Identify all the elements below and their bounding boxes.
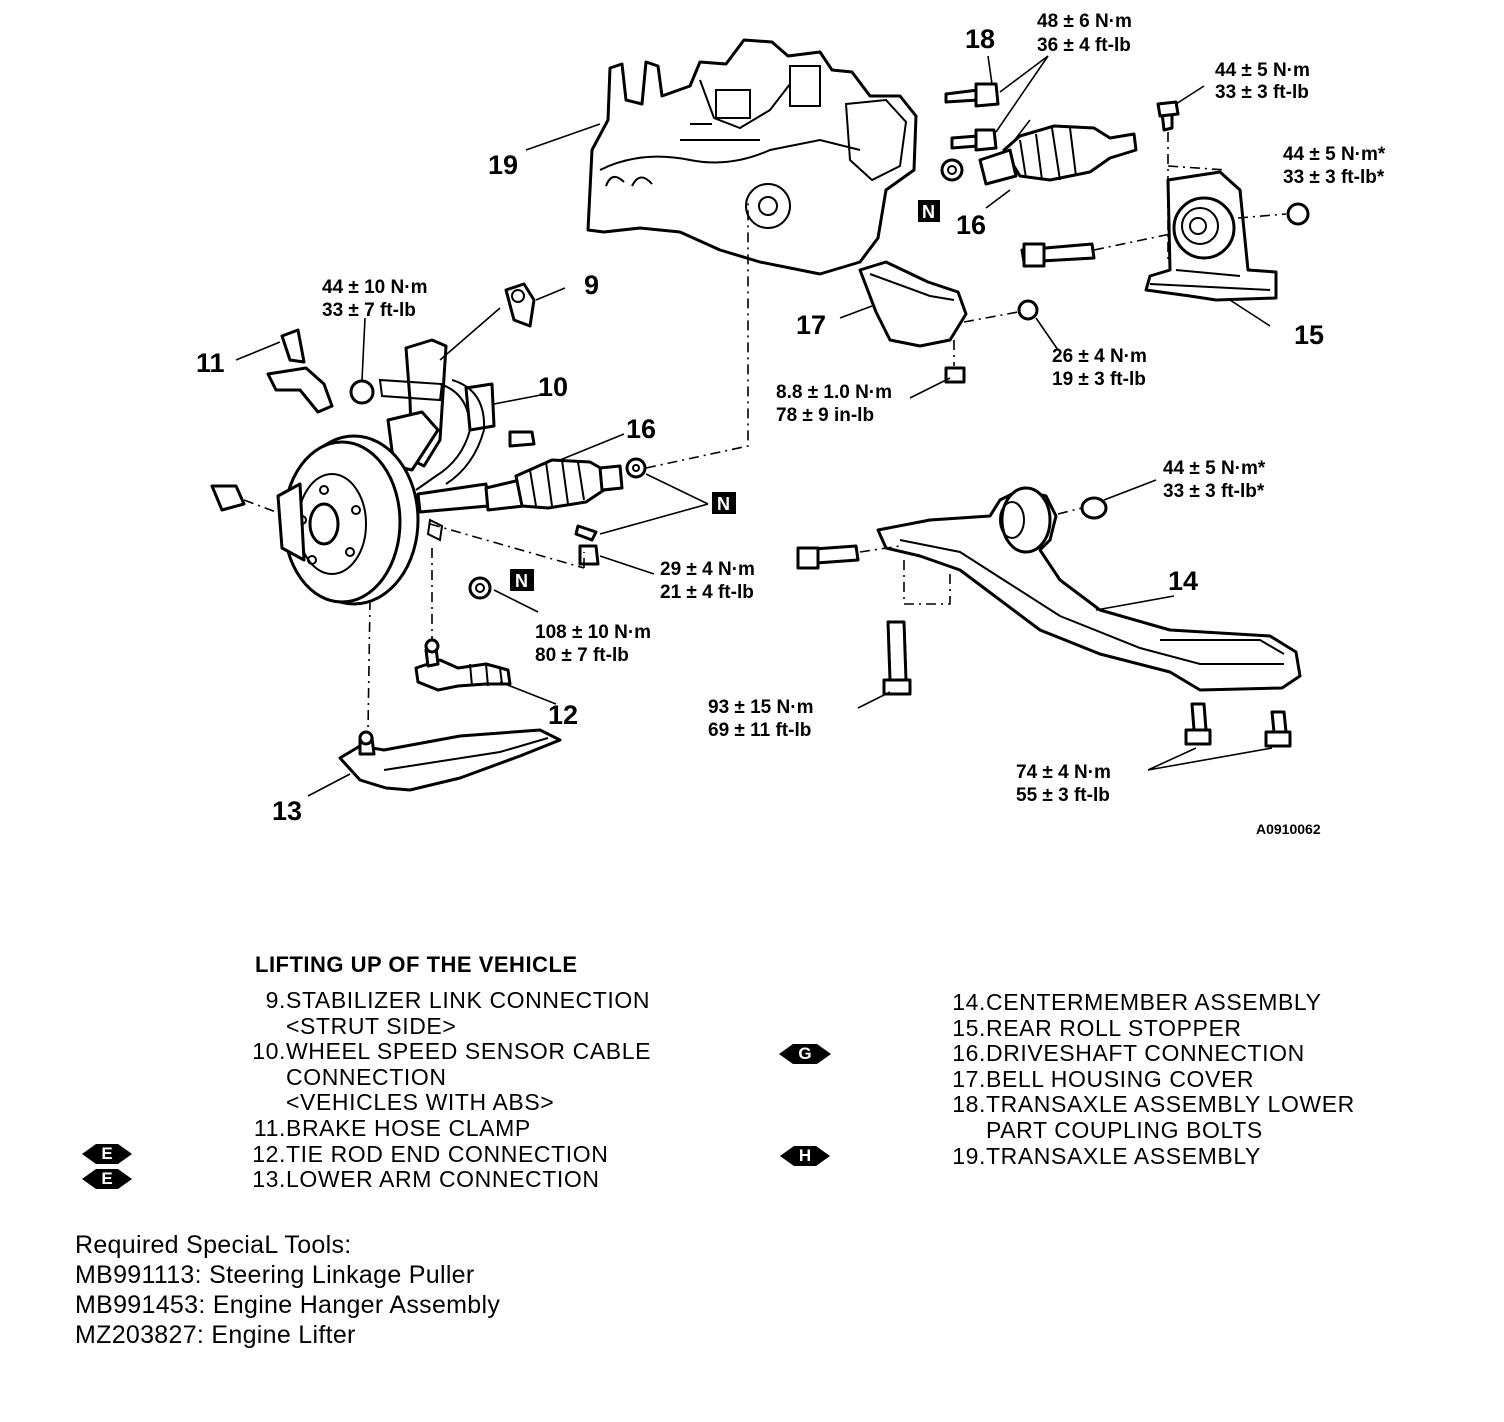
callout-11: 11 xyxy=(196,348,225,378)
arrow-right-icon xyxy=(117,1144,132,1164)
svg-text:N: N xyxy=(922,202,935,222)
coupling-bolts-drawing xyxy=(940,82,1000,182)
callout-19: 19 xyxy=(488,150,518,180)
svg-text:74 ± 4 N·m: 74 ± 4 N·m xyxy=(1016,762,1111,783)
svg-text:36 ± 4 ft-lb: 36 ± 4 ft-lb xyxy=(1037,35,1131,56)
legend-item-16: 16.DRIVESHAFT CONNECTION xyxy=(952,1040,1305,1067)
tool-item: MB991453: Engine Hanger Assembly xyxy=(75,1291,501,1319)
svg-text:108 ± 10 N·m: 108 ± 10 N·m xyxy=(535,622,651,643)
svg-text:55 ± 3 ft-lb: 55 ± 3 ft-lb xyxy=(1016,785,1110,806)
new-part-badge: N xyxy=(712,492,736,514)
callout-13: 13 xyxy=(272,796,302,826)
torque-spec-9: 44 ± 10 N·m 33 ± 7 ft-lb xyxy=(322,277,427,321)
driveshaft-upper-drawing xyxy=(978,124,1138,186)
arrow-left-icon xyxy=(82,1144,97,1164)
svg-text:44 ± 10 N·m: 44 ± 10 N·m xyxy=(322,277,427,298)
svg-text:19 ± 3 ft-lb: 19 ± 3 ft-lb xyxy=(1052,369,1146,390)
svg-text:44 ± 5 N·m: 44 ± 5 N·m xyxy=(1215,60,1310,81)
torque-spec-13: 108 ± 10 N·m 80 ± 7 ft-lb xyxy=(535,622,651,666)
legend-item-19: 19.TRANSAXLE ASSEMBLY xyxy=(952,1142,1261,1169)
transaxle-assembly-drawing xyxy=(586,38,918,276)
svg-text:33 ± 3 ft-lb*: 33 ± 3 ft-lb* xyxy=(1163,481,1265,502)
svg-text:8.8 ± 1.0 N·m: 8.8 ± 1.0 N·m xyxy=(776,382,892,403)
callout-15: 15 xyxy=(1294,320,1324,350)
svg-text:29 ± 4 N·m: 29 ± 4 N·m xyxy=(660,559,755,580)
new-part-badge: N xyxy=(918,200,940,222)
svg-text:80 ± 7 ft-lb: 80 ± 7 ft-lb xyxy=(535,645,629,666)
svg-text:33 ± 3 ft-lb*: 33 ± 3 ft-lb* xyxy=(1283,167,1385,188)
rear-roll-stopper-drawing xyxy=(1020,100,1310,302)
svg-text:44 ± 5 N·m*: 44 ± 5 N·m* xyxy=(1283,144,1386,165)
arrow-left-icon xyxy=(779,1044,794,1064)
tie-rod-end-drawing xyxy=(414,548,512,692)
centermember-drawing xyxy=(796,486,1302,748)
callout-17: 17 xyxy=(796,310,826,340)
legend-left-column: 9.STABILIZER LINK CONNECTION <STRUT SIDE… xyxy=(240,987,760,1193)
legend-item-13: 13.LOWER ARM CONNECTION xyxy=(252,1166,600,1193)
legend-item-10: 10.WHEEL SPEED SENSOR CABLE xyxy=(252,1038,652,1065)
svg-text:44 ± 5 N·m*: 44 ± 5 N·m* xyxy=(1163,458,1266,479)
arrow-right-icon xyxy=(816,1146,831,1166)
svg-text:69 ± 11 ft-lb: 69 ± 11 ft-lb xyxy=(708,720,811,741)
callout-16-lower: 16 xyxy=(626,414,656,444)
legend-item-9: 9.STABILIZER LINK CONNECTION xyxy=(265,987,651,1013)
torque-spec-18: 48 ± 6 N·m 36 ± 4 ft-lb xyxy=(1037,11,1132,56)
lower-arm-drawing xyxy=(338,599,562,792)
strut-knuckle-drawing xyxy=(266,282,536,491)
procedure-mark-g: G xyxy=(770,1043,840,1065)
figure-id: A0910062 xyxy=(1256,821,1321,837)
tools-heading: Required SpeciaL Tools: xyxy=(75,1231,352,1259)
svg-text:N: N xyxy=(717,494,730,514)
brake-disc-hub-drawing xyxy=(210,434,420,606)
callout-16-upper: 16 xyxy=(956,210,986,240)
legend-item-12: 12.TIE ROD END CONNECTION xyxy=(252,1140,609,1167)
driveshaft-lower-drawing xyxy=(416,200,749,569)
arrow-right-icon xyxy=(117,1169,132,1189)
callout-18: 18 xyxy=(965,24,995,54)
torque-spec-14-nut: 44 ± 5 N·m* 33 ± 3 ft-lb* xyxy=(1163,458,1266,502)
legend-item-18: 18.TRANSAXLE ASSEMBLY LOWER xyxy=(952,1091,1355,1118)
arrow-left-icon xyxy=(82,1169,97,1189)
new-part-badge: N xyxy=(510,569,534,591)
procedure-mark-h: H xyxy=(770,1145,840,1167)
svg-text:N: N xyxy=(515,571,528,591)
arrow-right-icon xyxy=(816,1044,831,1064)
svg-text:78 ± 9 in-lb: 78 ± 9 in-lb xyxy=(776,405,874,426)
required-tools: Required SpeciaL Tools: MB991113: Steeri… xyxy=(75,1230,500,1350)
legend-item-11: 11.BRAKE HOSE CLAMP xyxy=(253,1114,531,1141)
torque-spec-15-side: 44 ± 5 N·m* 33 ± 3 ft-lb* xyxy=(1283,144,1386,188)
svg-text:33 ± 7 ft-lb: 33 ± 7 ft-lb xyxy=(322,300,416,321)
torque-spec-17-nut: 8.8 ± 1.0 N·m 78 ± 9 in-lb xyxy=(776,382,892,426)
callout-12: 12 xyxy=(548,700,578,730)
legend-item-15: 15.REAR ROLL STOPPER xyxy=(952,1014,1242,1041)
callout-9: 9 xyxy=(584,270,599,300)
svg-text:48 ± 6 N·m: 48 ± 6 N·m xyxy=(1037,11,1132,32)
arrow-left-icon xyxy=(779,1146,794,1166)
callout-10: 10 xyxy=(538,372,568,402)
torque-spec-17-bolt: 26 ± 4 N·m 19 ± 3 ft-lb xyxy=(1052,346,1147,390)
legend-right-column: 14.CENTERMEMBER ASSEMBLY 15.REAR ROLL ST… xyxy=(940,989,1460,1169)
legend-item-14: 14.CENTERMEMBER ASSEMBLY xyxy=(952,989,1322,1015)
torque-spec-14-rear: 74 ± 4 N·m 55 ± 3 ft-lb xyxy=(1016,762,1111,806)
torque-spec-15-top: 44 ± 5 N·m 33 ± 3 ft-lb xyxy=(1215,60,1310,103)
svg-text:93 ± 15 N·m: 93 ± 15 N·m xyxy=(708,697,813,718)
callout-14: 14 xyxy=(1168,566,1198,596)
tool-item: MZ203827: Engine Lifter xyxy=(75,1321,356,1349)
tool-item: MB991113: Steering Linkage Puller xyxy=(75,1261,475,1289)
legend-title: LIFTING UP OF THE VEHICLE xyxy=(255,952,578,977)
procedure-mark-e: E xyxy=(72,1168,142,1190)
torque-spec-16: 29 ± 4 N·m 21 ± 4 ft-lb xyxy=(660,559,755,603)
bell-housing-cover-drawing xyxy=(858,260,1039,384)
svg-text:33 ± 3 ft-lb: 33 ± 3 ft-lb xyxy=(1215,82,1309,103)
leader-lines xyxy=(235,55,1273,797)
torque-spec-14-bolt: 93 ± 15 N·m 69 ± 11 ft-lb xyxy=(708,697,813,741)
procedure-mark-e: E xyxy=(72,1143,142,1165)
svg-text:26 ± 4 N·m: 26 ± 4 N·m xyxy=(1052,346,1147,367)
svg-text:21 ± 4 ft-lb: 21 ± 4 ft-lb xyxy=(660,582,754,603)
legend-item-17: 17.BELL HOUSING COVER xyxy=(952,1065,1255,1092)
